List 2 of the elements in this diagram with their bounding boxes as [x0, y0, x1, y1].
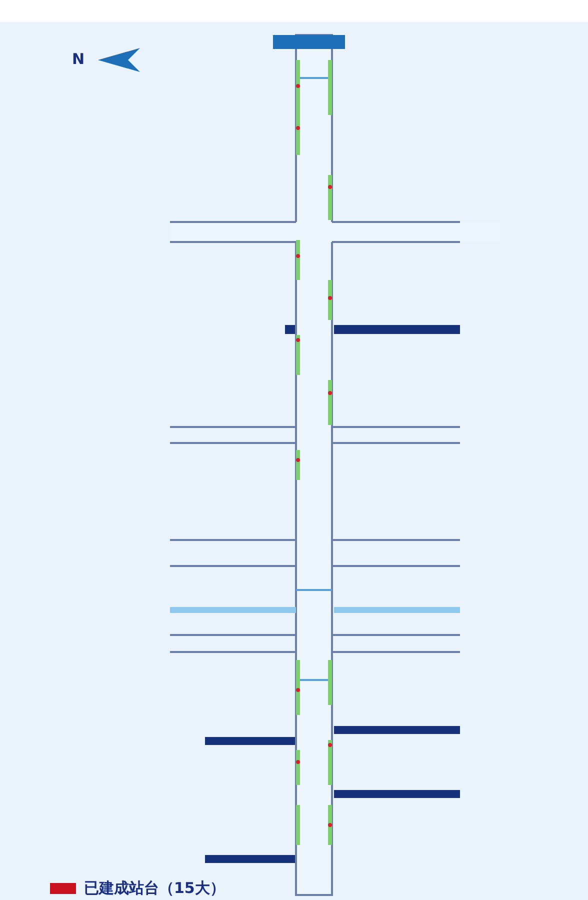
- north-label: N: [72, 50, 85, 68]
- legend-label: 已建成站台（15大）: [84, 879, 225, 898]
